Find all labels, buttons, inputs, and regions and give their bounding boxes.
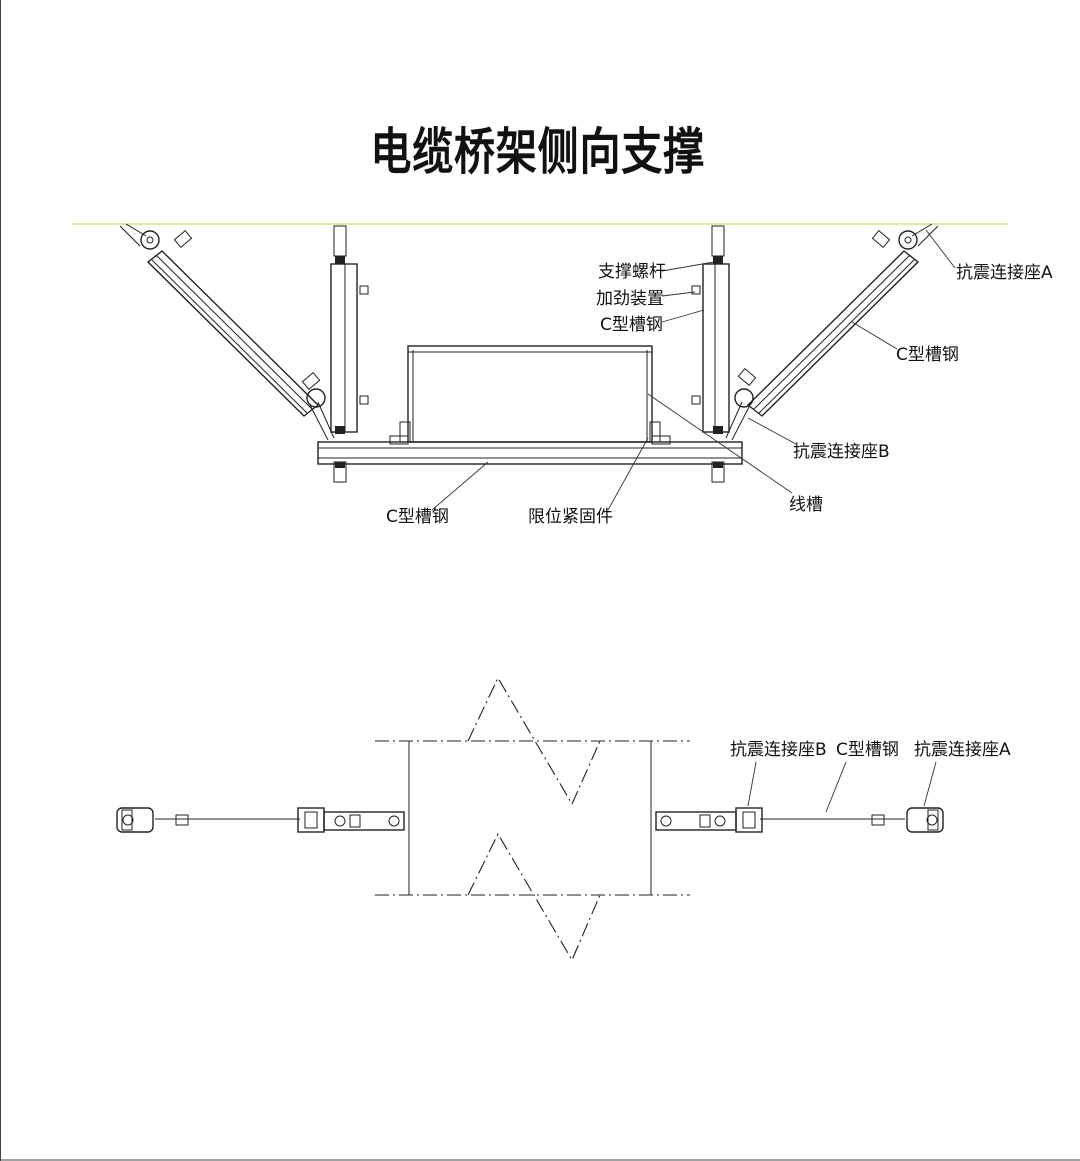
plan-right-brace (655, 807, 944, 833)
leader-anchor-a (925, 229, 956, 269)
cable-tray (389, 345, 671, 445)
bottom-c-channel (317, 441, 743, 465)
label-stiffener: 加劲装置 (596, 289, 664, 309)
leader-anchor-b (747, 417, 797, 445)
label-c-channel-bottom: C型槽钢 (386, 507, 449, 527)
leader-c-channel-diagonal (851, 321, 898, 350)
label-rod: 支撑螺杆 (598, 262, 666, 282)
right-diagonal-brace (725, 223, 939, 441)
plan-view: 抗震连接座B C型槽钢 抗震连接座A (116, 676, 1011, 962)
plan-label-anchor-a: 抗震连接座A (914, 740, 1011, 760)
left-vertical-support (330, 225, 369, 483)
leader-clamp (607, 437, 649, 511)
label-anchor-b: 抗震连接座B (793, 442, 890, 462)
right-vertical-support (691, 225, 730, 483)
leader-tray (647, 393, 793, 494)
plan-leader-anchor-b (747, 761, 757, 807)
label-clamp: 限位紧固件 (528, 507, 613, 527)
label-anchor-a: 抗震连接座A (956, 263, 1053, 283)
drawing-title: 电缆桥架侧向支撑 (370, 123, 705, 181)
tray-break-outline (375, 676, 690, 962)
left-diagonal-brace (119, 223, 335, 441)
plan-label-anchor-b: 抗震连接座B (730, 740, 827, 760)
leader-c-channel-vertical (661, 309, 705, 323)
leader-stiffener (661, 291, 696, 297)
leader-c-channel-bottom (431, 461, 489, 511)
plan-label-c-channel: C型槽钢 (836, 740, 899, 760)
label-tray: 线槽 (789, 495, 823, 515)
leader-rod (661, 261, 715, 272)
label-c-channel-diagonal: C型槽钢 (896, 345, 959, 365)
plan-leader-c-channel (825, 761, 847, 813)
plan-leader-anchor-a (923, 761, 937, 807)
plan-left-brace (116, 807, 405, 833)
side-view: 支撑螺杆 加劲装置 C型槽钢 抗震连接座A C型槽钢 抗震连接座B C型槽钢 限… (72, 223, 1053, 527)
label-c-channel-vertical: C型槽钢 (600, 315, 663, 335)
